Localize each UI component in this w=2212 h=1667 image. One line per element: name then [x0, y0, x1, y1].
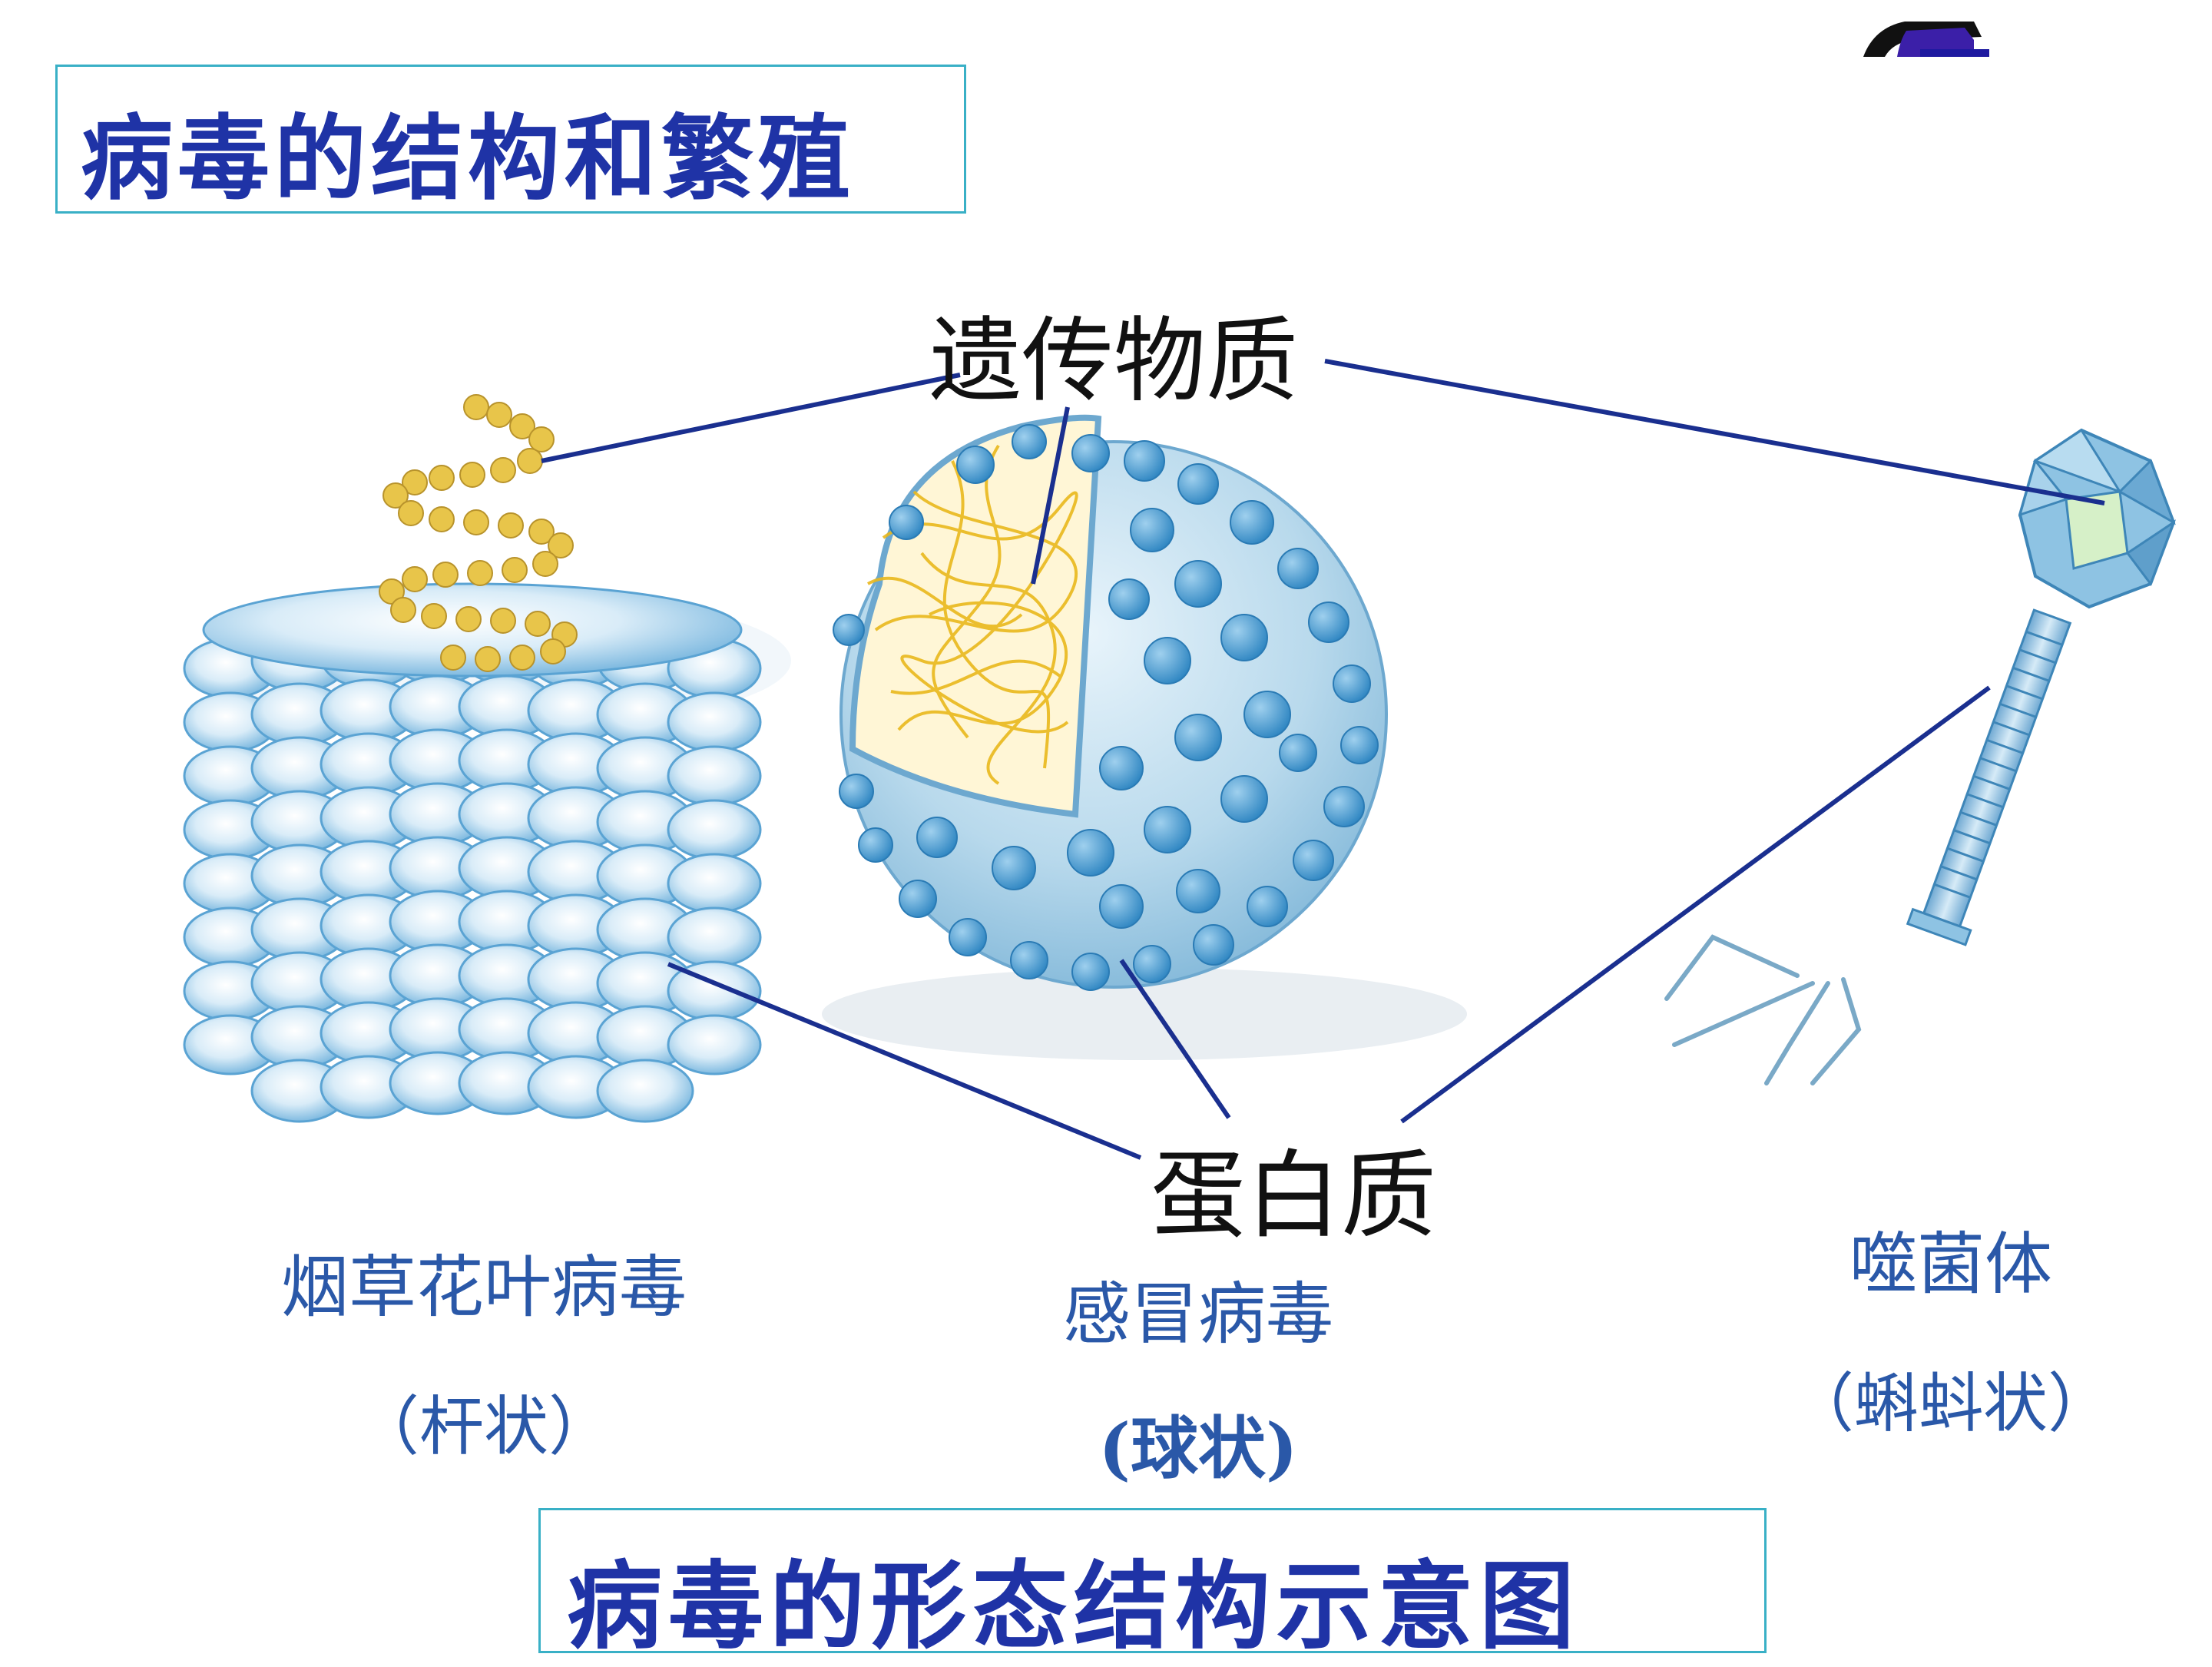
bacteriophage [1664, 428, 2177, 1085]
label-phage-shape: （蝌蚪状） [1789, 1366, 2112, 1441]
callout-protein: 蛋白质 [1151, 1141, 1437, 1251]
leader-tmv-rna [541, 373, 961, 463]
graduation-cap-icon [1863, 22, 1989, 57]
leader-tmv-protein [667, 962, 1142, 1160]
label-phage-name: 噬菌体 [1849, 1225, 2052, 1304]
leader-influenza-protein [1119, 959, 1231, 1119]
influenza-rna-strands [867, 444, 1078, 785]
label-tmv-shape: （杆状） [354, 1389, 613, 1464]
phage-tail [1906, 608, 2072, 946]
slide-title: 病毒的结构和繁殖 [81, 106, 855, 213]
tmv-rna-helix [379, 394, 578, 672]
diagram-caption: 病毒的形态结构示意图 [567, 1552, 1581, 1662]
leader-phage-protein [1400, 685, 1991, 1124]
tobacco-mosaic-virus [183, 394, 791, 1123]
label-influenza-name: 感冒病毒 [1062, 1274, 1333, 1354]
callout-genetic-material: 遗传物质 [929, 308, 1298, 415]
leader-influenza-rna [1031, 406, 1070, 585]
diagram-caption-box: 病毒的形态结构示意图 [538, 1508, 1767, 1662]
phage-tail-fibers [1664, 934, 1862, 1085]
tmv-capsid-disks [183, 582, 762, 1123]
slide-title-box: 病毒的结构和繁殖 [55, 65, 966, 214]
label-tmv-name: 烟草花叶病毒 [280, 1248, 687, 1327]
leader-lines [541, 359, 2105, 1160]
influenza-virus [822, 414, 1467, 1060]
influenza-surface-proteins [833, 424, 1379, 991]
label-influenza-shape: (球状) [1098, 1408, 1298, 1488]
phage-head [2018, 428, 2177, 609]
leader-phage-dna [1324, 359, 2105, 505]
